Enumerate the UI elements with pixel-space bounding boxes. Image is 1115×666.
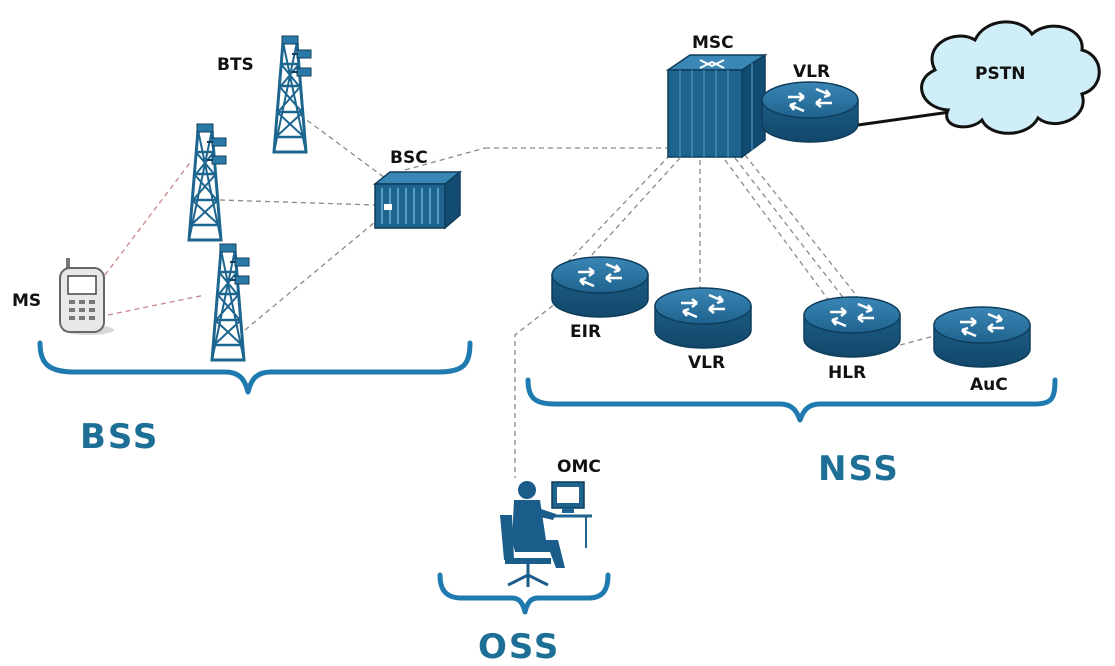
- bsc-to-msc-link-a: [404, 147, 486, 171]
- nss-brace: [525, 377, 1058, 423]
- hlr-label: HLR: [828, 363, 866, 383]
- tower-icon: [210, 242, 251, 362]
- tower-icon: [187, 122, 228, 242]
- vlr-bottom-label: VLR: [688, 353, 725, 373]
- router-icon: [932, 305, 1032, 369]
- router-icon: [550, 255, 650, 319]
- msc-to-eir-link-1: [559, 154, 671, 271]
- cloud-icon: [920, 20, 1101, 135]
- bts-to-bsc-link-1: [299, 114, 386, 179]
- bss-brace: [37, 340, 473, 395]
- bts-label: BTS: [217, 55, 254, 75]
- vlr-top-label: VLR: [793, 62, 830, 82]
- bss-group-label: BSS: [80, 417, 159, 457]
- router-icon: [802, 295, 902, 359]
- omc-label: OMC: [557, 457, 601, 477]
- bsc-label: BSC: [390, 148, 428, 168]
- pstn-label: PSTN: [975, 64, 1026, 84]
- ms-to-bts-link: [104, 159, 193, 276]
- msc-to-eir-link-2: [579, 157, 681, 269]
- vlr-to-pstn-link: [857, 110, 951, 127]
- msc-to-hlr-link-2: [734, 157, 846, 301]
- bts-to-bsc-link-3: [244, 221, 376, 331]
- phone-icon: [59, 258, 114, 335]
- nss-group-label: NSS: [818, 449, 900, 489]
- ms-to-bts-link-2: [107, 294, 206, 316]
- auc-label: AuC: [970, 375, 1008, 395]
- msc-icon: [665, 53, 768, 159]
- eir-to-omc-link: [514, 299, 561, 478]
- oss-brace: [437, 572, 611, 615]
- router-icon: [760, 80, 860, 144]
- msc-label: MSC: [692, 33, 734, 53]
- msc-to-hlr-link-1: [724, 159, 831, 303]
- operator-icon: [500, 481, 592, 587]
- eir-label: EIR: [570, 322, 601, 342]
- router-icon: [653, 286, 753, 350]
- connections: [104, 110, 951, 478]
- tower-icon: [272, 34, 313, 154]
- bsc-icon: [372, 170, 463, 230]
- ms-label: MS: [12, 291, 41, 311]
- bts-to-bsc-link-2: [219, 199, 376, 206]
- oss-group-label: OSS: [478, 627, 560, 666]
- hlr-to-auc-link: [899, 334, 939, 346]
- msc-to-hlr-link-3: [744, 154, 861, 301]
